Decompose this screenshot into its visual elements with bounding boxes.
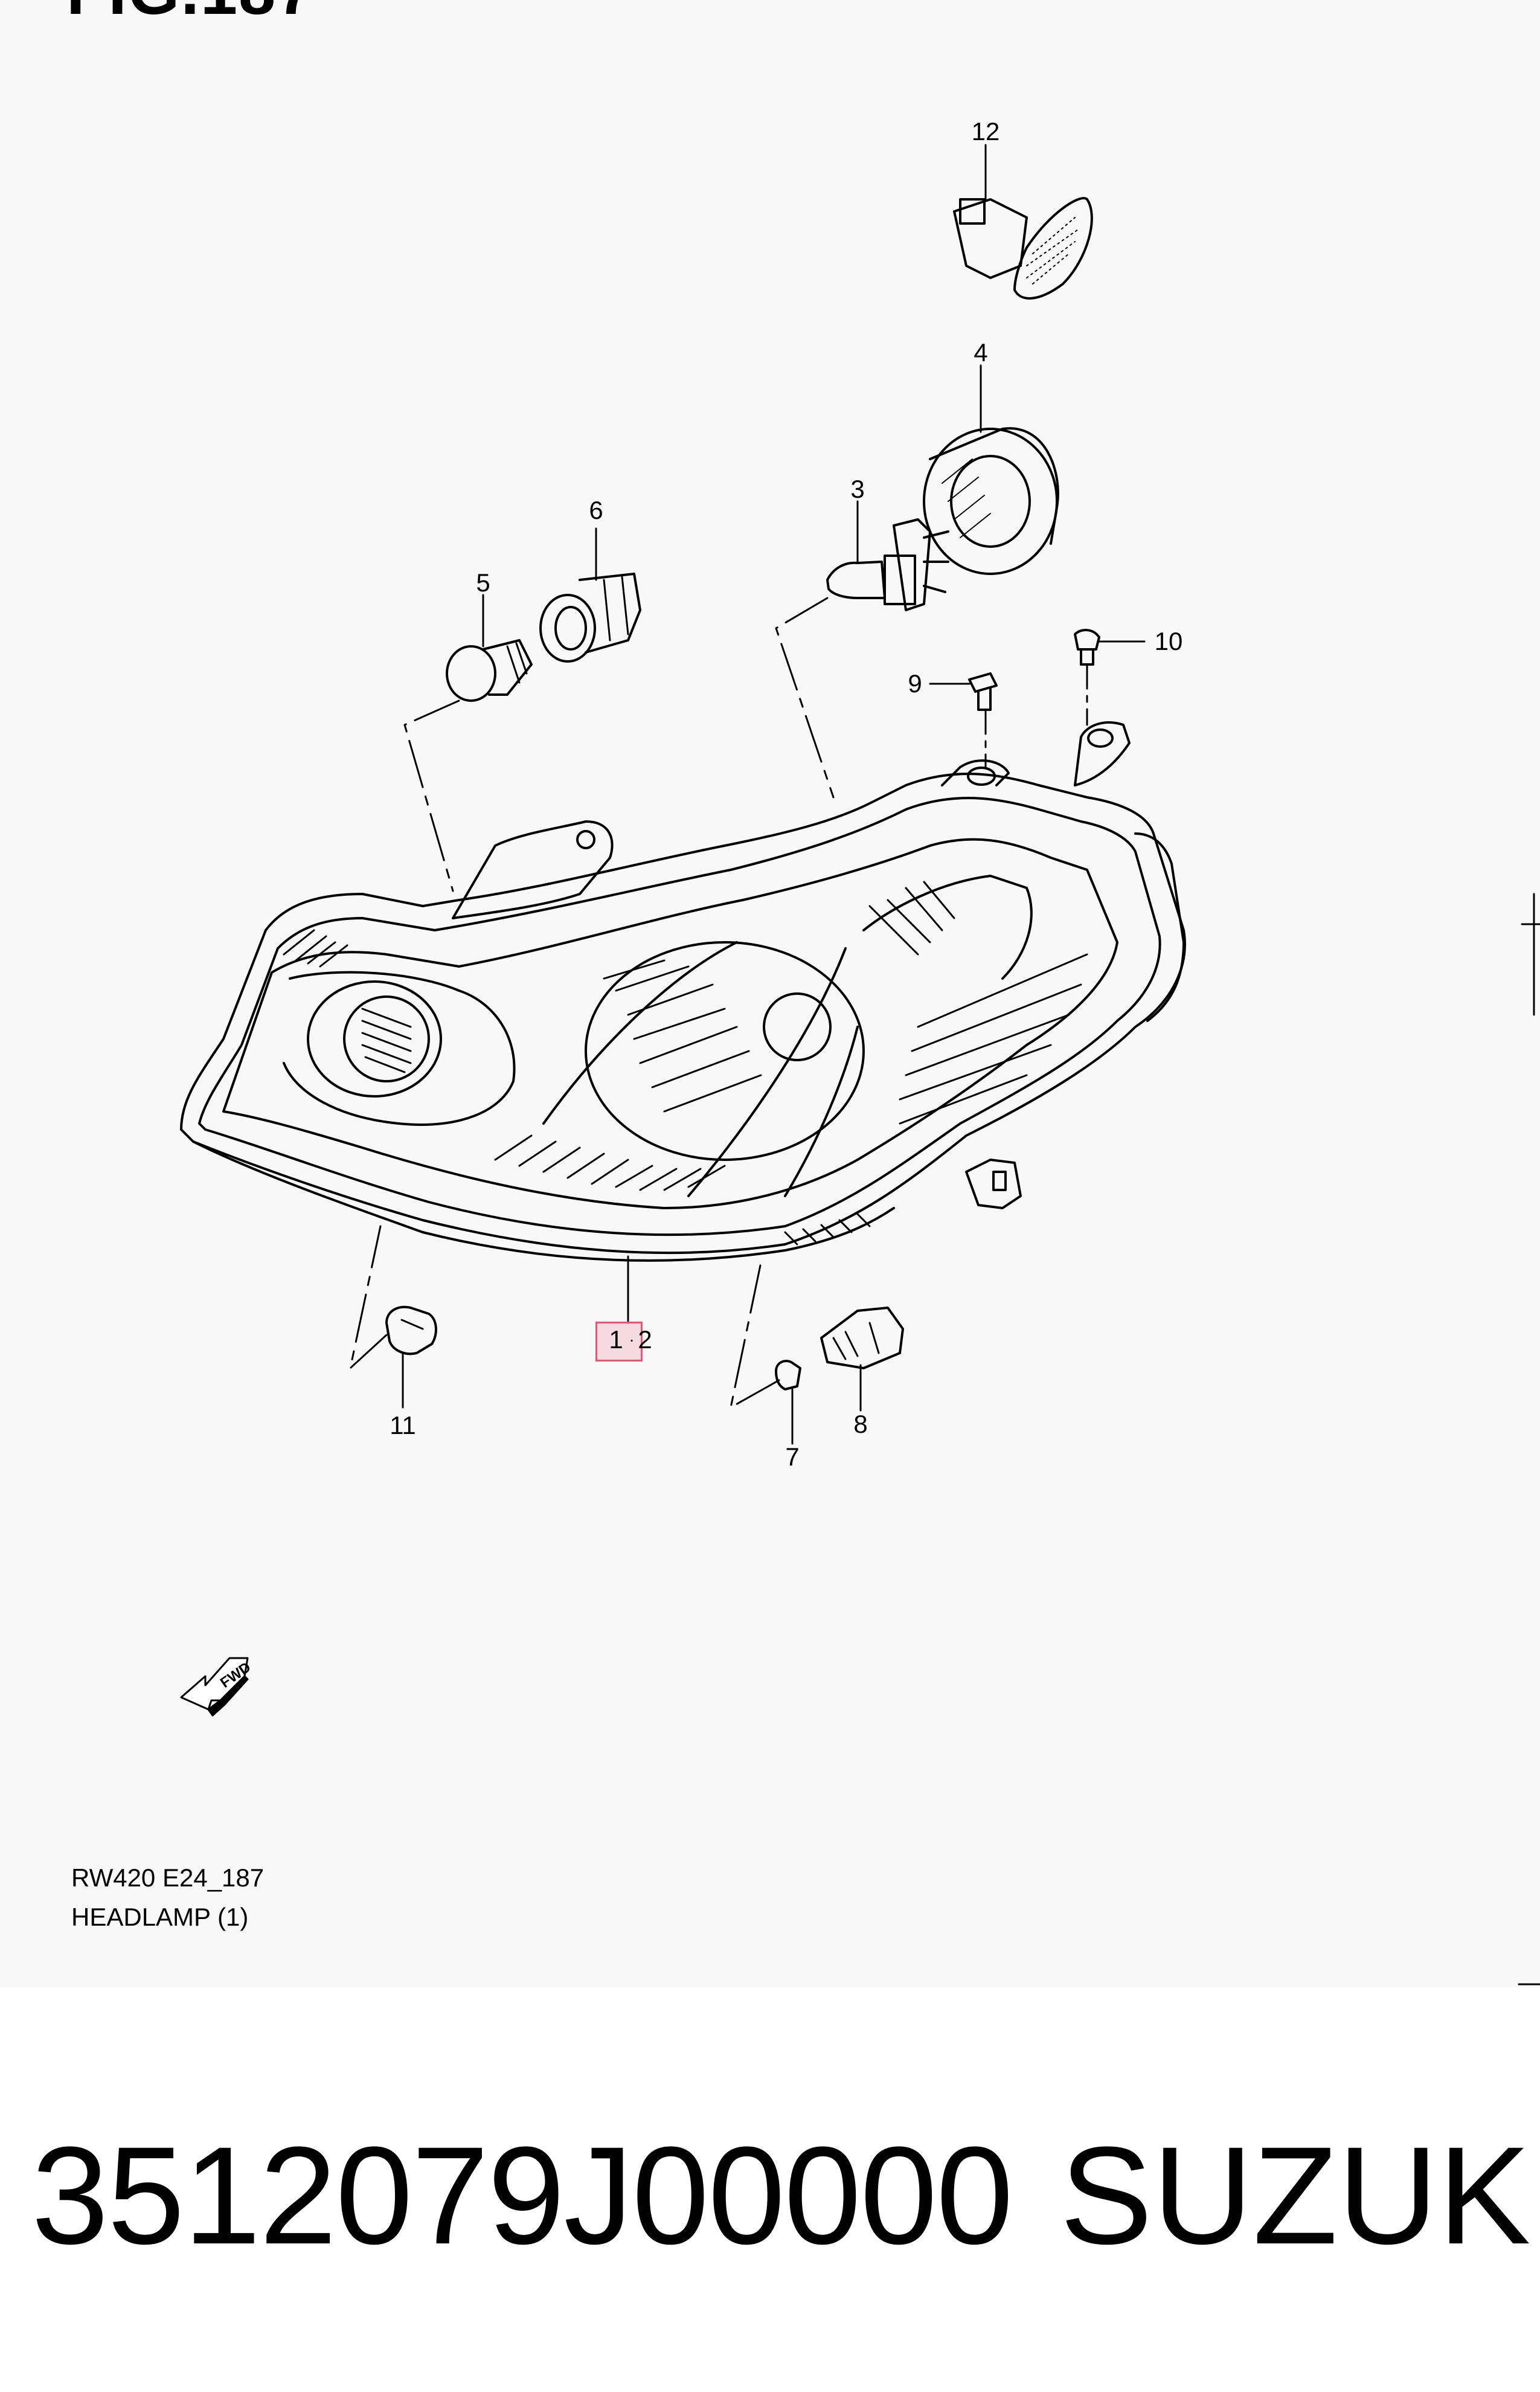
housing-lower-edge: [192, 1140, 895, 1262]
turn-bulb-5: [446, 639, 533, 702]
left-edge-hatch: [283, 929, 348, 968]
side-marker-lens: [1013, 197, 1093, 300]
mounting-bracket-right: [1074, 721, 1131, 786]
projector-lens-left: [307, 980, 442, 1098]
side-marker-lamp-12: [953, 197, 1093, 300]
h4-bulb-terminals: [923, 530, 949, 593]
rear-connector: [965, 1159, 1022, 1209]
callout-4: 4: [974, 338, 988, 367]
headlamp-assembly: [180, 721, 1186, 1262]
housing-sweep-line: [542, 941, 859, 1197]
clip-11-slot: [400, 1319, 424, 1330]
projector-lens-left-inner: [343, 995, 430, 1082]
lower-lip-hatch: [784, 1213, 871, 1246]
turn-socket-ring-inner: [554, 606, 587, 651]
turn-socket-body: [579, 573, 641, 654]
turn-bulb-bands: [506, 642, 528, 684]
brand-name: SUZUKI: [1060, 2118, 1540, 2273]
figure-label: FIG.187: [66, 0, 315, 30]
install-line-bulb-5: [403, 699, 460, 892]
part-number: 3512079J00000: [31, 2118, 1013, 2273]
mounting-bracket-left: [452, 820, 614, 919]
callout-6: 6: [589, 496, 603, 524]
socket-cover-inner: [950, 455, 1031, 548]
install-line-clip-11: [349, 1225, 388, 1369]
bolt-9: [968, 672, 998, 711]
leader-lines: [349, 144, 1146, 1445]
turn-signal-hatch: [868, 881, 955, 956]
turn-socket-lugs: [603, 576, 629, 641]
wedge-socket-ribs: [832, 1322, 880, 1360]
rear-connector-pin: [992, 1171, 1007, 1191]
callout-11: 11: [390, 1411, 416, 1439]
callout-3: 3: [850, 475, 865, 503]
wedge-socket-8: [820, 1307, 904, 1369]
side-marker-body: [953, 198, 1028, 279]
install-line-bulb-7: [730, 1261, 780, 1409]
turn-socket-ring: [539, 594, 596, 663]
screw-10: [1074, 629, 1100, 666]
wedge-bulb-glass: [775, 1360, 801, 1391]
fwd-arrow-shade: [207, 1675, 249, 1717]
headlamp-outer-outline: [180, 773, 1186, 1255]
h4-bulb-base: [884, 555, 916, 605]
callout-10: 10: [1154, 627, 1183, 655]
projector-hatch-left: [361, 1008, 412, 1073]
headlamp-bulb-3: [826, 518, 949, 611]
callout-separator-dot: ·: [629, 1330, 635, 1349]
socket-cover-outer: [923, 428, 1058, 575]
wedge-bulb-7: [775, 1360, 801, 1391]
reflector-center-hatch: [603, 959, 762, 1113]
h4-bulb-flange: [893, 518, 931, 611]
diagram-panel: FIG.187: [66, 0, 1540, 1985]
reflector-center-bulb: [763, 992, 832, 1061]
callout-2: 2: [638, 1325, 652, 1354]
callout-1: 1: [609, 1325, 623, 1354]
screw-10-head: [1074, 629, 1100, 651]
h4-bulb-glass: [826, 561, 886, 599]
turn-signal-bands: [899, 953, 1088, 1125]
diagram-title: HEADLAMP (1): [71, 1903, 249, 1931]
turn-bulb-glass: [446, 645, 496, 702]
bracket-hole-left: [576, 830, 595, 849]
install-line-bulb-3: [775, 597, 835, 799]
callout-8: 8: [853, 1410, 868, 1438]
lower-reflector-hatch: [494, 1134, 726, 1191]
socket-cover-hatch: [942, 458, 991, 538]
callout-1-highlight[interactable]: [595, 1322, 643, 1362]
product-info-bar: [0, 1987, 1540, 2392]
screw-10-shank: [1080, 648, 1094, 666]
headlamp-inner-rim: [198, 797, 1161, 1236]
diagram-code: RW420 E24_187: [71, 1863, 265, 1892]
side-marker-connector: [959, 198, 986, 225]
mounting-bracket-center: [941, 759, 1010, 786]
right-edge-mark: [1518, 893, 1540, 1985]
fwd-arrow-outline: [180, 1657, 249, 1711]
right-edge-band: [1134, 832, 1185, 1022]
turn-signal-reflector: [862, 875, 1033, 980]
side-marker-texture: [1026, 217, 1079, 285]
bolt-9-shank: [977, 687, 992, 711]
headlamp-exploded-diagram: FWD: [180, 144, 1540, 1985]
lens-boundary: [222, 838, 1118, 1209]
callout-12: 12: [971, 117, 1000, 146]
socket-cover-rim: [929, 427, 1059, 545]
turn-socket-6: [539, 573, 641, 663]
bracket-hole-right: [1087, 728, 1114, 748]
clip-11-body: [385, 1305, 437, 1355]
callout-5: 5: [476, 568, 490, 597]
callout-7: 7: [785, 1442, 800, 1471]
clip-11: [385, 1305, 437, 1355]
fwd-arrow: FWD: [180, 1657, 254, 1717]
bolt-9-head: [968, 672, 998, 693]
callout-9: 9: [908, 669, 922, 698]
turn-bulb-base: [482, 639, 533, 696]
projector-bezel-left: [283, 971, 516, 1126]
bracket-hole-center: [967, 767, 996, 786]
socket-cover-4: [923, 427, 1059, 575]
wedge-socket-body: [820, 1307, 904, 1369]
reflector-center: [585, 941, 865, 1161]
